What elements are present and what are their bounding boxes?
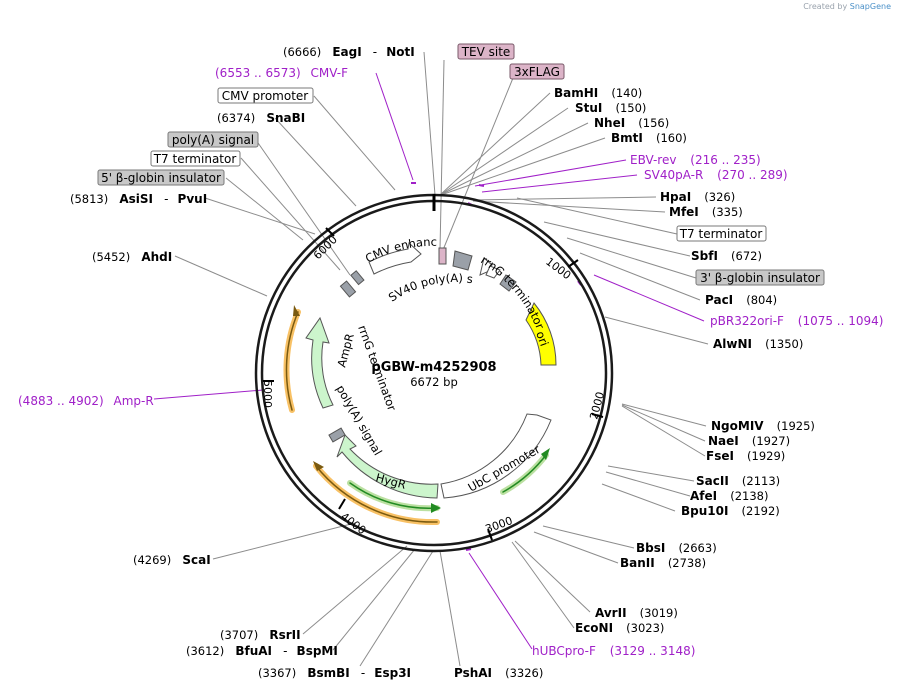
enzyme-sbfi: SbfI (672) (691, 245, 762, 264)
enzyme-ahdi: (5452) AhdI (92, 246, 172, 265)
boxed-labels: TEV site 3xFLAG CMV promoter poly(A) sig… (97, 43, 825, 286)
enzyme-labels: (6666) EagI - NotI (6374) SnaBI (5813) A… (70, 41, 815, 681)
primer-hubcpro-f: hUBCpro-F (3129 .. 3148) (532, 644, 695, 658)
scale-ticks (263, 227, 604, 541)
box-label: T7 terminator (153, 152, 237, 166)
enzyme-fsei: FseI (1929) (706, 445, 785, 464)
enzyme-banii: BanII (2738) (620, 552, 706, 571)
box-label: 3xFLAG (514, 65, 560, 79)
box-cmv-promoter: CMV promoter (217, 87, 314, 104)
primer-sv40pa-r: SV40pA-R (270 .. 289) (644, 168, 788, 182)
leader-lines (174, 51, 709, 667)
ubc-promoter-arrow (440, 413, 552, 499)
enzyme-rsrii: (3707) RsrII (220, 624, 301, 643)
enzyme-bbsi: BbsI (2663) (636, 537, 717, 556)
enzyme-hpai: HpaI (326) (660, 186, 735, 205)
tick-label: 2000 (587, 390, 607, 420)
primer-labels: (6553 .. 6573) CMV-F EBV-rev (216 .. 235… (18, 66, 883, 658)
tick-label: 4000 (338, 510, 368, 537)
polya-gray-mark (328, 427, 346, 443)
tev-site-mark (438, 247, 447, 265)
box-t7-terminator-right: T7 terminator (676, 225, 767, 242)
label-ampr: AmpR (334, 332, 356, 369)
orf-arrows (283, 309, 549, 526)
enzyme-bsmbi-esp3i: (3367) BsmBI - Esp3I (258, 662, 411, 681)
box-3-globin: 3' β-globin insulator (695, 269, 825, 286)
primer-cmv-f: (6553 .. 6573) CMV-F (215, 66, 348, 80)
plasmid-size: 6672 bp (410, 375, 458, 389)
credit-prefix: Created by (803, 2, 848, 11)
features (305, 242, 557, 499)
hygr-arrow (336, 434, 439, 499)
primer-leaders (153, 72, 705, 650)
box-3xflag: 3xFLAG (509, 63, 565, 80)
enzyme-bpu10i: Bpu10I (2192) (681, 500, 780, 519)
gray-marker-left2 (350, 270, 365, 286)
enzyme-econi: EcoNI (3023) (575, 617, 664, 636)
rrng-terminator-arrow2 (485, 265, 501, 279)
box-label: TEV site (461, 45, 511, 59)
enzyme-alwni: AlwNI (1350) (713, 333, 803, 352)
sv40-gray-block (452, 250, 473, 271)
enzyme-pshai: PshAI (3326) (454, 662, 543, 681)
box-t7-terminator-left: T7 terminator (150, 150, 241, 167)
enzyme-bmti: BmtI (160) (611, 127, 687, 146)
box-tev-site: TEV site (457, 43, 515, 60)
enzyme-sacii: SacII (2113) (696, 470, 780, 489)
enzyme-avrii: AvrII (3019) (595, 602, 678, 621)
primer-amp-r: (4883 .. 4902) Amp-R (18, 394, 154, 408)
tick-label: 5000 (261, 380, 274, 408)
plasmid-name: pGBW-m4252908 (371, 360, 496, 375)
box-label: 5' β-globin insulator (101, 171, 221, 185)
snapgene-credit: Created by SnapGene (803, 2, 891, 11)
credit-brand: SnapGene (849, 2, 891, 11)
enzyme-bfuai-bspmi: (3612) BfuAI - BspMI (186, 640, 338, 659)
box-polya-signal: poly(A) signal (167, 131, 259, 148)
enzyme-snabi: (6374) SnaBI (217, 107, 305, 126)
box-label: 3' β-globin insulator (700, 271, 820, 285)
cmv-enhancer-arrow (368, 242, 422, 275)
enzyme-eagi-noti: (6666) EagI - NotI (283, 41, 415, 60)
enzyme-bamhi: BamHI (140) (554, 82, 642, 101)
enzyme-paci: PacI (804) (705, 289, 777, 308)
tick-label: 1000 (543, 255, 573, 282)
orf-arrowheads (293, 305, 550, 513)
gray-marker-left1 (339, 280, 357, 298)
enzyme-nhei: NheI (156) (594, 112, 669, 131)
label-rrng-right: rrnG terminator (478, 253, 547, 332)
ampr-arrow (305, 316, 334, 409)
box-label: T7 terminator (679, 227, 763, 241)
enzyme-mfei: MfeI (335) (669, 201, 743, 220)
label-ori: ori (533, 329, 551, 348)
enzyme-afei: AfeI (2138) (690, 485, 768, 504)
enzyme-stui: StuI (150) (575, 97, 646, 116)
box-5-globin: 5' β-globin insulator (97, 169, 225, 186)
tick-label: 6000 (311, 233, 340, 262)
gray-marker-right (499, 274, 517, 292)
primer-pbr322ori-f: pBR322ori-F (1075 .. 1094) (710, 314, 883, 328)
enzyme-scai: (4269) ScaI (133, 549, 211, 568)
primer-ebv-rev: EBV-rev (216 .. 235) (630, 153, 761, 167)
ori-arrow (525, 302, 557, 366)
box-label: poly(A) signal (172, 133, 254, 147)
enzyme-asisi-pvui: (5813) AsiSI - PvuI (70, 188, 207, 207)
box-label: CMV promoter (222, 89, 309, 103)
enzyme-ngomiv: NgoMIV (1925) (711, 415, 815, 434)
backbone-ring (254, 193, 614, 553)
enzyme-naei: NaeI (1927) (708, 430, 790, 449)
